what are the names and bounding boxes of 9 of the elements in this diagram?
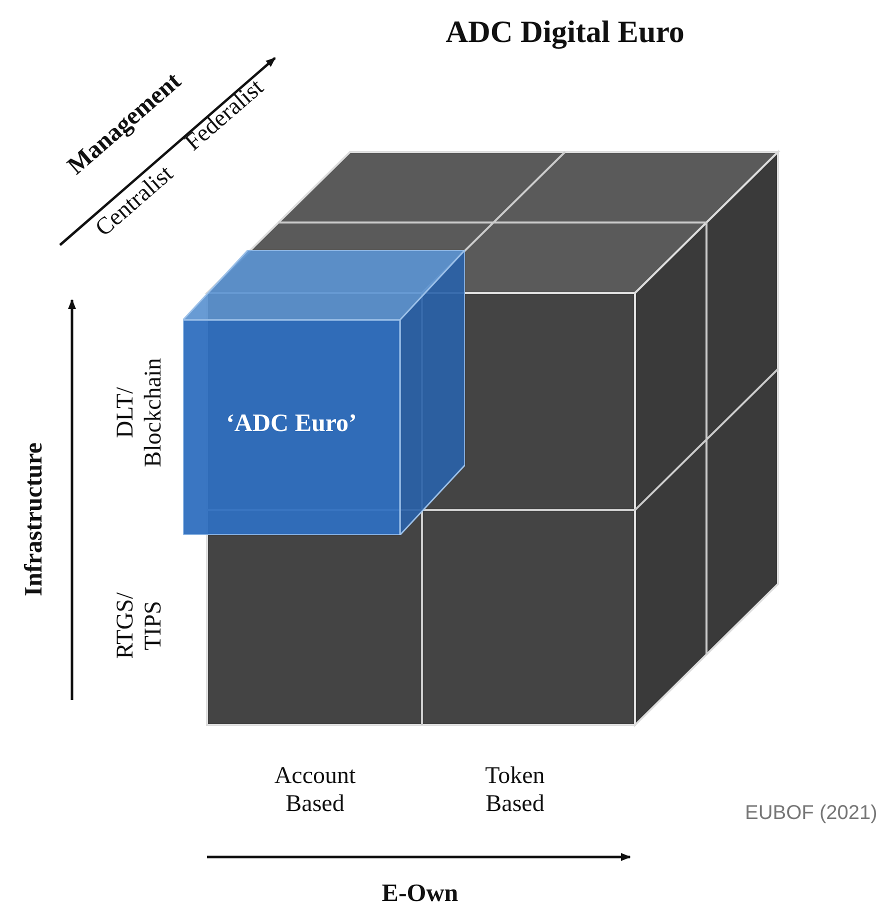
axis-value-label: DLT/ Blockchain: [112, 356, 167, 470]
axis-title: Infrastructure: [20, 442, 49, 598]
axis-value-label: Account Based: [273, 763, 357, 818]
source-caption: EUBOF (2021): [745, 802, 878, 825]
diagram-title: ADC Digital Euro: [444, 14, 686, 50]
axis-title: E-Own: [380, 880, 460, 909]
cube-label: ‘ADC Euro’: [225, 410, 358, 438]
axis-value-label: RTGS/ TIPS: [112, 591, 167, 661]
axis-value-label: Token Based: [484, 763, 546, 818]
